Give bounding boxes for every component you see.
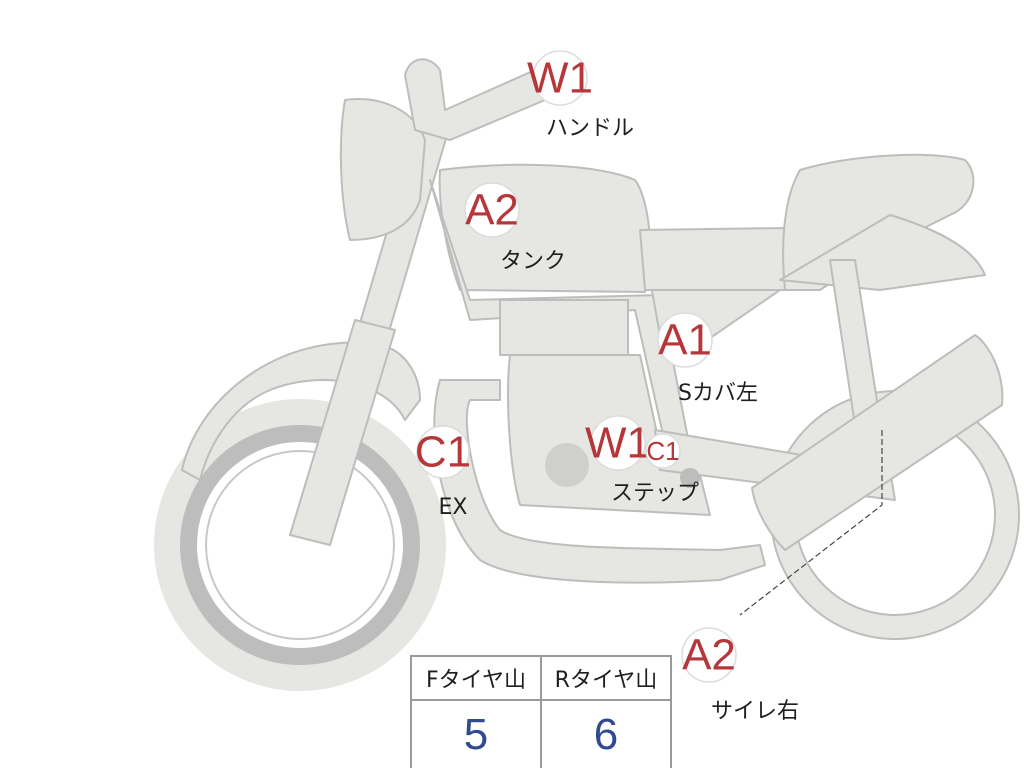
- engine-case-small: [680, 468, 700, 488]
- muffler: [751, 334, 1004, 551]
- marker-side-cover-left: A1 Sカバ左: [657, 312, 758, 406]
- headlight: [339, 98, 426, 241]
- rear-tire-header: Rタイヤ山: [541, 656, 671, 701]
- marker-exhaust: C1 EX: [415, 425, 471, 520]
- part-label: ハンドル: [546, 116, 634, 141]
- rear-tire-value: 6: [593, 709, 619, 759]
- marker-step-small: C1: [645, 433, 681, 469]
- part-label: Sカバ左: [678, 381, 758, 406]
- exhaust-pipe: [433, 379, 766, 584]
- marker-handlebar: W1 ハンドル: [527, 50, 634, 141]
- marker-muffler-right: A2 サイレ右: [681, 627, 799, 724]
- front-tire-value: 5: [411, 700, 542, 768]
- seat: [639, 227, 791, 291]
- handlebar: [404, 58, 546, 141]
- grade-badge: A1: [658, 316, 712, 365]
- motorcycle-silhouette: [154, 58, 1020, 691]
- marker-tank: A2 タンク: [464, 182, 566, 274]
- grade-badge: C1: [415, 428, 471, 477]
- marker-step: W1 ステップ: [585, 415, 699, 506]
- grade-badge: A2: [682, 631, 736, 680]
- grade-badge: W1: [527, 54, 593, 103]
- part-label: タンク: [500, 249, 566, 274]
- front-tire-header: Fタイヤ山: [411, 656, 542, 701]
- grade-badge: C1: [646, 436, 679, 466]
- front-wheel: [167, 412, 433, 678]
- leader-line: [739, 430, 883, 616]
- part-label: ステップ: [611, 481, 699, 506]
- engine-case: [545, 443, 589, 487]
- tire-tread-table: Fタイヤ山 Rタイヤ山 5 6: [410, 655, 672, 768]
- grade-badge: W1: [585, 419, 651, 468]
- part-label: EX: [439, 495, 468, 520]
- grade-badge: A2: [465, 186, 519, 235]
- part-label: サイレ右: [711, 699, 799, 724]
- engine: [499, 299, 629, 356]
